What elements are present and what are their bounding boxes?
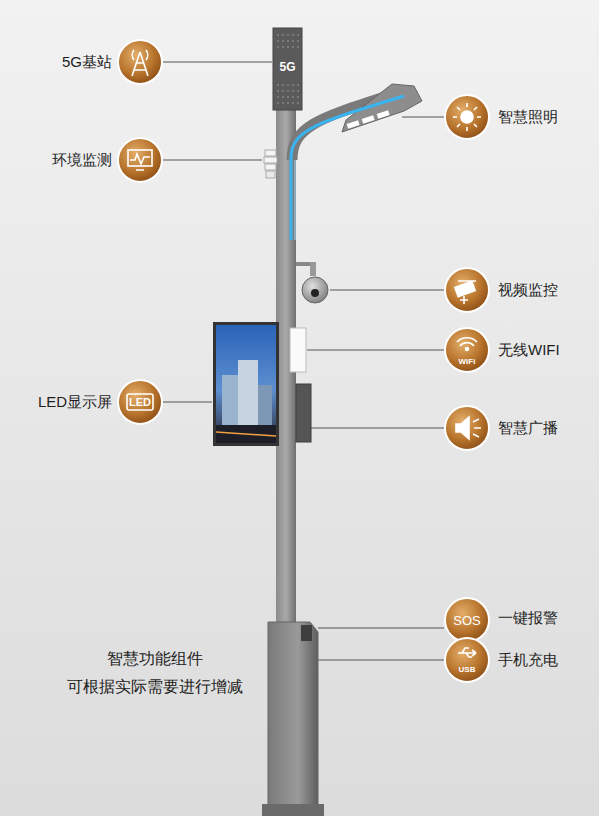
icon-circle [445,268,489,312]
base-station-label-box: 5G [273,50,302,84]
street [216,425,276,443]
leader-line [307,349,444,350]
part-label: 5G基站 [62,53,112,71]
base-flange [262,804,324,816]
icon-circle [118,380,162,424]
building [222,375,238,431]
pole-base [268,622,318,806]
part-label: 智慧广播 [498,419,558,437]
part-label: 一键报警 [498,609,558,627]
part-label: 视频监控 [498,281,558,299]
wifi-arcs [457,338,477,346]
lamp-head [342,84,422,132]
sensor [265,150,276,156]
led-segment [347,120,360,128]
badge-text: SOS [453,614,480,627]
sensor [264,157,277,163]
icon-circle [118,40,162,84]
leader-line [163,159,262,160]
badge-text: USB [459,666,476,674]
base-station-box [273,28,302,110]
building [258,385,272,431]
icon-badge: SOS [445,598,489,642]
camera-dome [302,277,328,303]
icon-circles [118,40,489,682]
camera-icon [455,281,475,297]
icon-badge: LED [118,380,162,424]
icon-circle [118,138,162,182]
led-screen-frame [213,322,279,446]
badge-text: WiFi [459,358,476,366]
sun-icon [461,111,473,123]
icon-circle [445,328,489,372]
speaker-icon [473,419,481,437]
leader-lines [163,62,444,660]
antenna-icon [132,50,148,60]
part-label: 环境监测 [52,151,112,169]
part-label: 手机充电 [498,651,558,669]
leader-line [311,427,444,428]
icon-circle [445,598,489,642]
usb-icon [458,648,476,657]
led-screen-image [216,325,276,443]
led-icon-frame [127,394,153,410]
icon-circle [445,406,489,450]
icon-glyphs [127,50,481,657]
antenna-icon [132,52,148,76]
icon-badge: USB [445,638,489,682]
icon-circle [445,638,489,682]
icon-circle [445,95,489,139]
camera-lens [311,289,319,297]
sun-icon [453,103,481,131]
light-trail [216,432,276,436]
part-label: 智慧照明 [498,108,558,126]
camera-icon [458,281,476,304]
leader-line [318,659,444,660]
sos-panel [301,625,312,641]
light-strip [295,160,296,240]
note-text: 智慧功能组件 可根据实际需要进行增减 [55,645,255,701]
sensor [266,171,275,178]
camera-bracket [310,262,316,276]
icon-badge: WiFi [445,328,489,372]
part-label: LED显示屏 [38,393,112,411]
leader-line [402,116,444,117]
monitor-icon [130,154,150,170]
sensor [265,164,276,170]
vent-dots [277,34,299,104]
leader-line [163,401,212,402]
badge-text: LED [129,397,151,408]
leader-line [330,289,444,290]
led-segment [362,115,375,123]
leader-line [163,61,272,62]
speaker-icon [456,417,469,439]
wifi-unit [290,328,306,372]
speaker-unit [296,384,311,442]
badge-text: 5G [279,61,295,73]
led-segment [377,110,390,118]
light-strip [291,96,404,240]
leader-line [318,627,444,628]
wifi-arcs [466,348,469,351]
part-label: 无线WIFI [498,341,560,359]
building [238,360,258,431]
